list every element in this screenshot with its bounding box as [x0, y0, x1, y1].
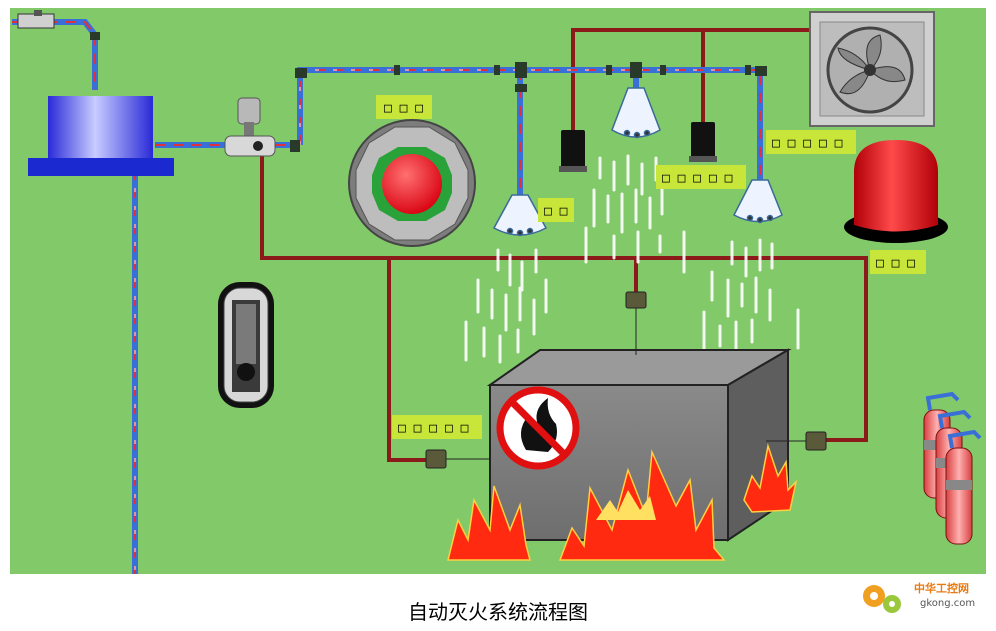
figure-caption: 自动灭火系统流程图	[408, 600, 588, 624]
gkong-watermark: 中华工控网 gkong.com	[863, 581, 975, 613]
water-spray	[464, 154, 800, 364]
svg-text:□ □ □: □ □ □	[876, 256, 915, 271]
pipe-fittings	[17, 10, 767, 152]
smoke-detectors	[559, 122, 717, 172]
sensor-top	[625, 291, 647, 355]
svg-text:□ □ □: □ □ □	[384, 101, 423, 116]
label-sensor-left: □ □ □ □ □	[392, 415, 482, 439]
exhaust-fan	[809, 11, 935, 127]
label-sprinkler-right: □ □ □ □ □	[766, 130, 856, 154]
component-labels: □ □ □ □ □ □ □ □ □ □ □ □ □ □ □ □ □ □ □ □ …	[376, 95, 926, 439]
alarm-light	[844, 140, 948, 243]
svg-text:□ □ □ □ □: □ □ □ □ □	[398, 421, 469, 436]
gear-icon	[863, 585, 901, 613]
svg-text:□ □ □ □ □: □ □ □ □ □	[772, 136, 843, 151]
sprinkler-left	[492, 194, 548, 237]
main-valve	[224, 97, 276, 157]
flames	[447, 443, 798, 561]
label-smoke-detector: □ □ □ □ □	[656, 165, 746, 189]
wall-switch	[218, 282, 274, 408]
watermark-url: gkong.com	[920, 598, 975, 609]
sprinkler-heads	[492, 87, 783, 237]
sensor-left	[425, 449, 490, 469]
sensor-right	[766, 431, 827, 451]
sprinkler-middle	[611, 87, 661, 139]
svg-text:□ □: □ □	[544, 204, 568, 219]
sprinkler-right	[732, 179, 783, 224]
sensors	[425, 291, 827, 469]
no-fire-sign	[496, 386, 580, 470]
svg-text:□ □ □ □ □: □ □ □ □ □	[662, 171, 733, 186]
label-tank-monitor: □ □ □	[376, 95, 432, 119]
water-tank	[28, 96, 174, 176]
emergency-push-button	[348, 119, 476, 247]
watermark-brand: 中华工控网	[914, 581, 969, 595]
control-wires	[260, 28, 868, 462]
label-sprinkler-left: □ □	[538, 198, 574, 222]
fire-extinguishers	[923, 391, 982, 545]
label-alarm: □ □ □	[870, 250, 926, 274]
